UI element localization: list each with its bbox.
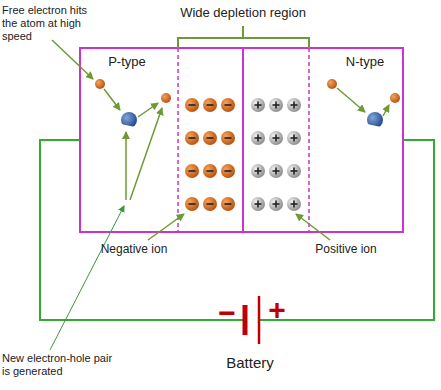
right-collision (327, 79, 400, 130)
ion-ball (287, 131, 301, 145)
minus-sign (207, 104, 214, 106)
negative-ion (221, 98, 235, 112)
ion-ball (203, 197, 217, 211)
positive-ion (251, 98, 265, 112)
minus-sign (207, 137, 214, 139)
positive-ion (287, 164, 301, 178)
plus-sign (275, 135, 277, 142)
leader-line (52, 40, 330, 240)
region-label: N-type (330, 54, 400, 70)
minus-sign (207, 170, 214, 172)
negative-ion (203, 197, 217, 211)
ion-ball (203, 131, 217, 145)
positive-ion (269, 98, 283, 112)
ion-ball (185, 197, 199, 211)
ion-ball (185, 131, 199, 145)
ion-ball (221, 164, 235, 178)
region-label: Wide depletion region (163, 5, 323, 21)
callout-text: Free electron hits the atom at high spee… (2, 4, 94, 44)
polarity-sign: − (214, 298, 240, 328)
minus-sign (225, 104, 232, 106)
plus-sign (293, 201, 295, 208)
ion-ball (251, 98, 265, 112)
negative-ion (203, 131, 217, 145)
part-label: Positive ion (296, 242, 396, 256)
positive-ion (269, 197, 283, 211)
ion-ball (251, 197, 265, 211)
ion-ball (269, 98, 283, 112)
leader-line (50, 206, 124, 350)
minus-sign (189, 203, 196, 205)
plus-sign (293, 102, 295, 109)
positive-ion (287, 98, 301, 112)
positive-ion (287, 197, 301, 211)
ion-ball (221, 98, 235, 112)
ion-ball (287, 197, 301, 211)
negative-ion (185, 131, 199, 145)
plus-sign (293, 135, 295, 142)
part-label: Battery (200, 354, 300, 372)
minus-sign (189, 170, 196, 172)
junction-line (242, 48, 244, 232)
positive-ion (251, 131, 265, 145)
battery-symbol (245, 296, 259, 344)
ion-ball (251, 164, 265, 178)
depletion-bracket (178, 26, 309, 48)
ion-ball (269, 197, 283, 211)
ion-ball (203, 98, 217, 112)
negative-ion (221, 164, 235, 178)
ion-ball (287, 164, 301, 178)
minus-sign (225, 137, 232, 139)
ion-ball (185, 98, 199, 112)
negative-ion (185, 197, 199, 211)
callout-text: New electron-hole pair is generated (2, 352, 114, 378)
positive-ion (287, 131, 301, 145)
ion-ball (287, 98, 301, 112)
plus-sign (257, 102, 259, 109)
part-label: Negative ion (84, 242, 184, 256)
negative-ion (185, 164, 199, 178)
positive-ion (269, 131, 283, 145)
minus-sign (225, 203, 232, 205)
minus-sign (207, 203, 214, 205)
negative-ion (185, 98, 199, 112)
negative-ion (203, 98, 217, 112)
plus-sign (257, 201, 259, 208)
ion-ball (251, 131, 265, 145)
plus-sign (275, 168, 277, 175)
minus-sign (189, 104, 196, 106)
ion-ball (221, 197, 235, 211)
negative-ion (203, 164, 217, 178)
plus-sign (275, 102, 277, 109)
negative-ion (221, 197, 235, 211)
ion-ball (221, 131, 235, 145)
positive-ion (251, 164, 265, 178)
plus-sign (275, 201, 277, 208)
polarity-sign: + (264, 295, 290, 325)
negative-ion (221, 131, 235, 145)
positive-ion (269, 164, 283, 178)
ion-grid (185, 98, 301, 211)
minus-sign (189, 137, 196, 139)
plus-sign (257, 135, 259, 142)
ion-ball (269, 131, 283, 145)
minus-sign (225, 170, 232, 172)
plus-sign (293, 168, 295, 175)
plus-sign (257, 168, 259, 175)
ion-ball (203, 164, 217, 178)
region-label: P-type (92, 54, 162, 70)
diode-body (80, 48, 403, 232)
ion-ball (269, 164, 283, 178)
ion-ball (185, 164, 199, 178)
depletion-boundary (178, 48, 309, 232)
left-collision (95, 79, 171, 130)
positive-ion (251, 197, 265, 211)
